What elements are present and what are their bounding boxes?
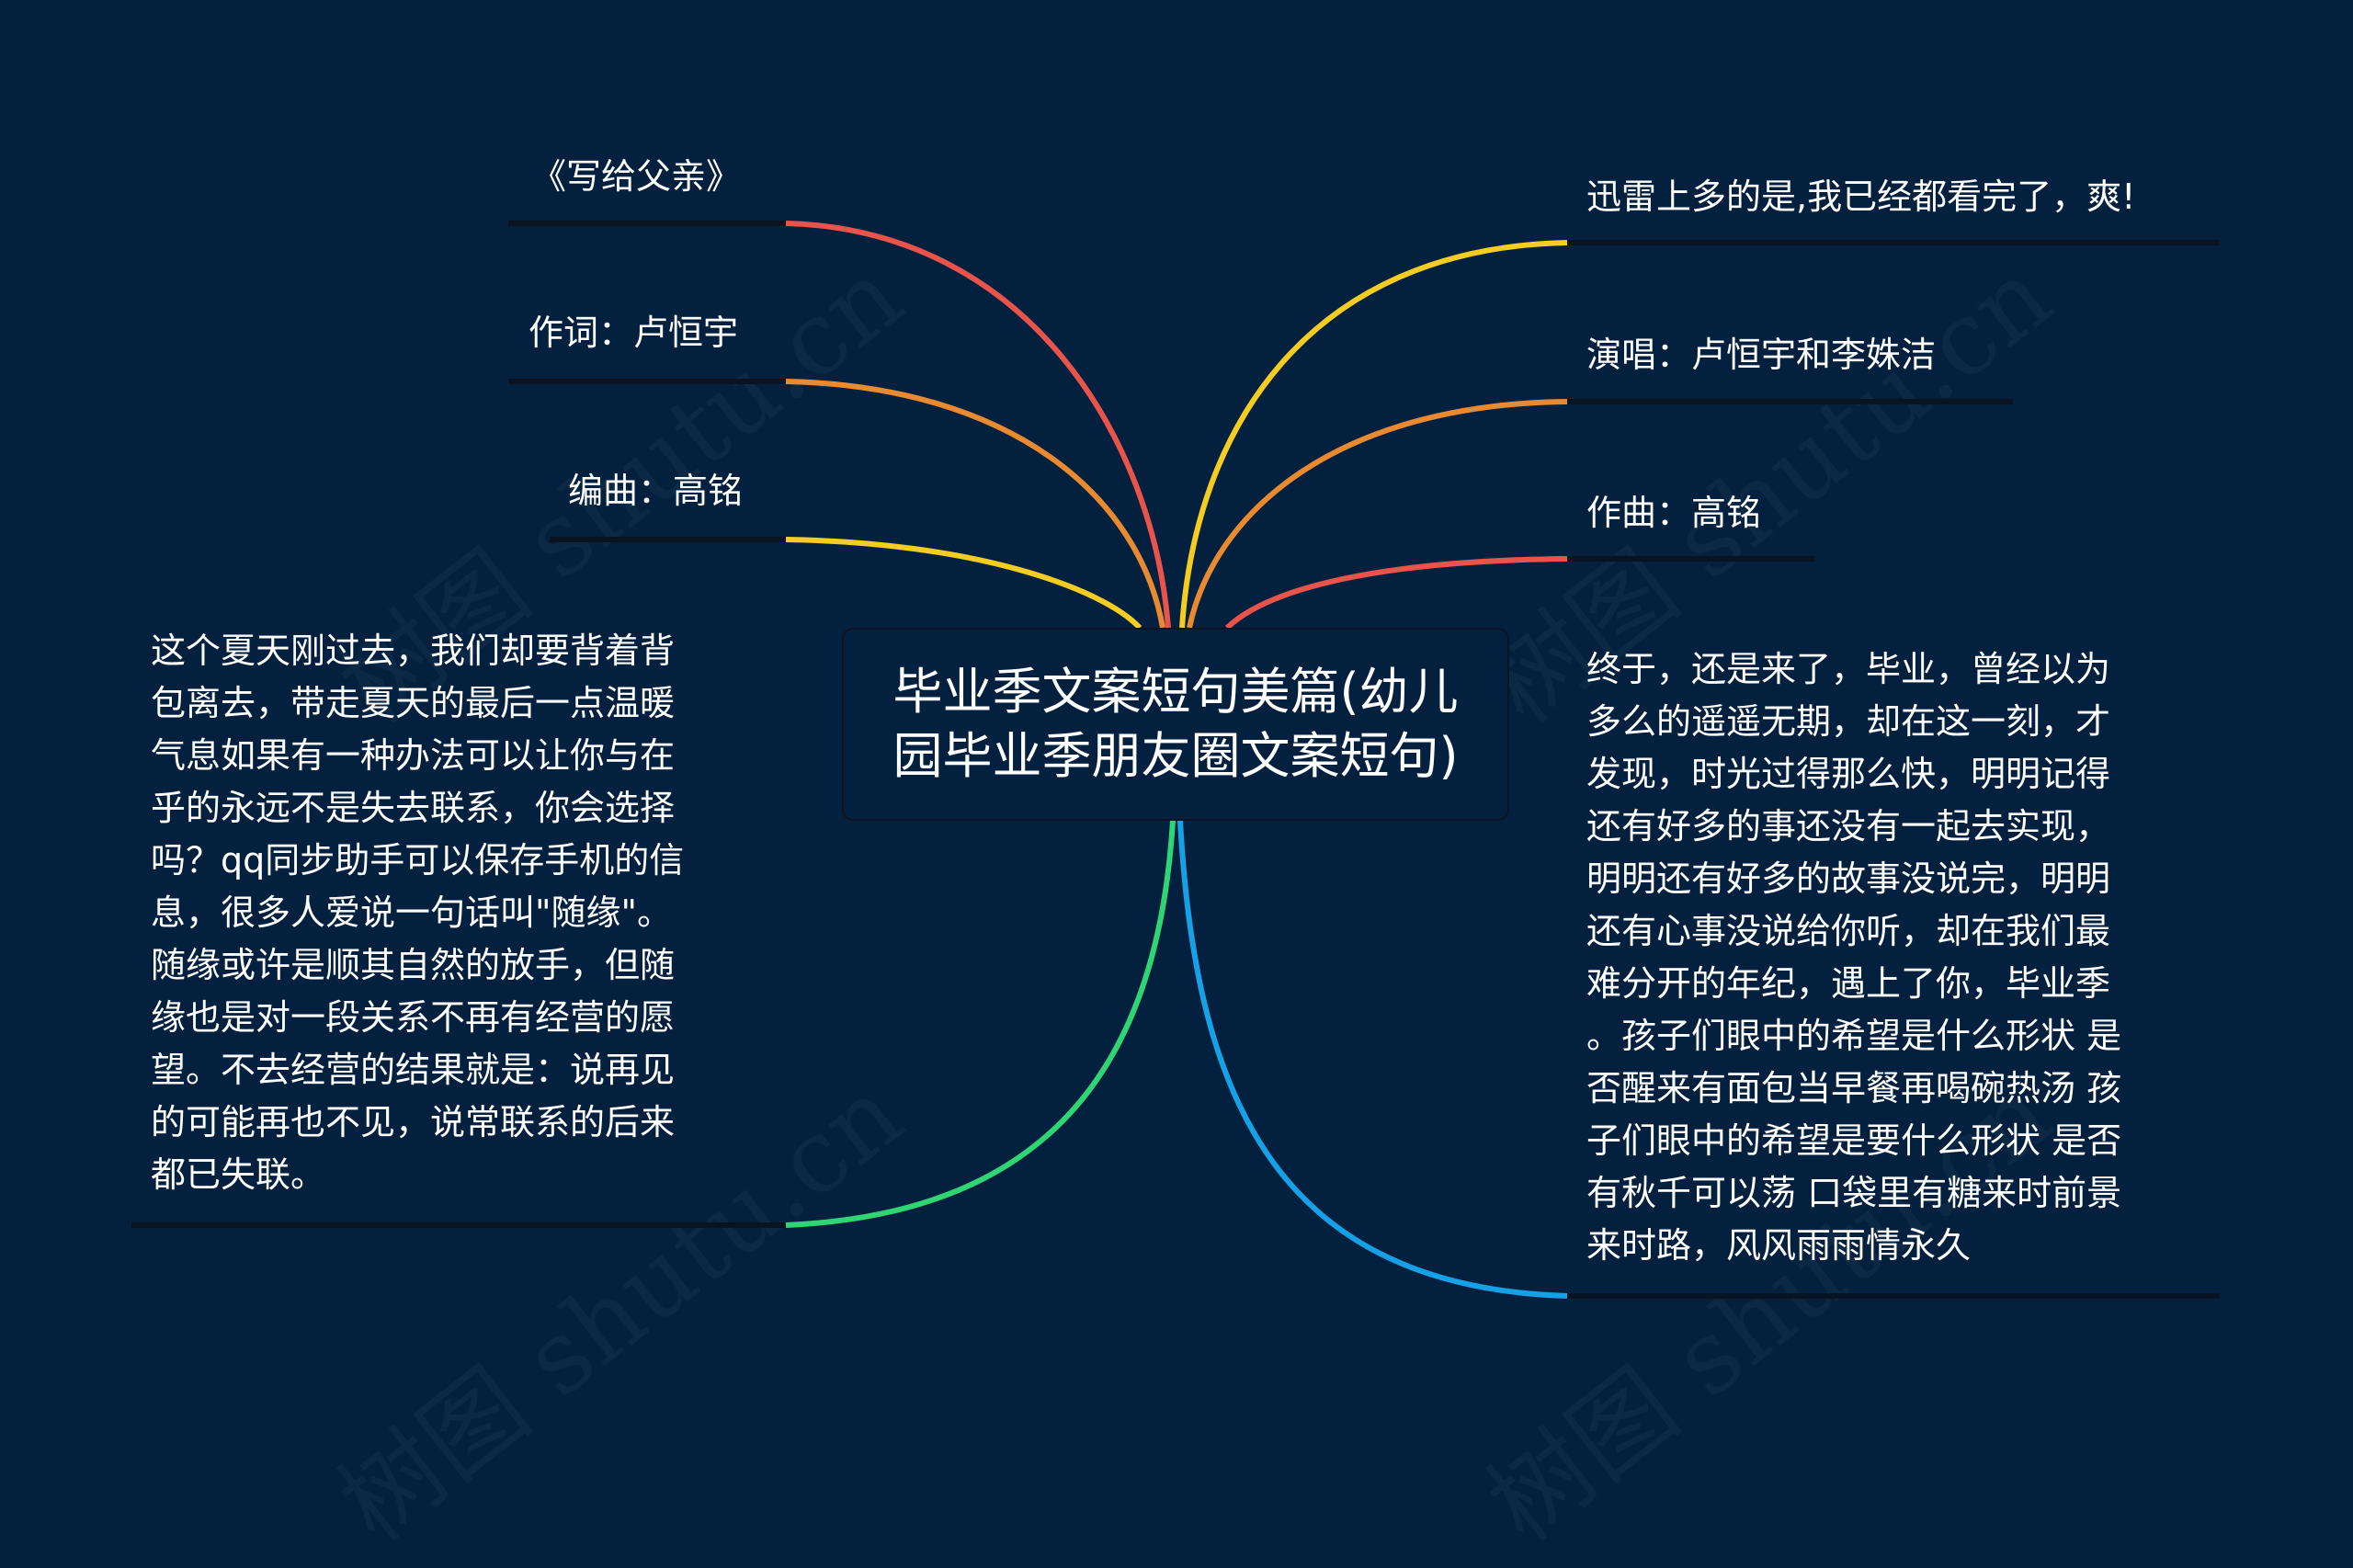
paragraph-line: 否醒来有面包当早餐再喝碗热汤 孩	[1586, 1068, 2122, 1108]
node-left-lyricist[interactable]: 作词：卢恒宇	[529, 312, 739, 353]
paragraph-line: 发现，时光过得那么快，明明记得	[1586, 754, 2111, 794]
curve-right-yellow	[1179, 240, 1568, 629]
mind-map-canvas: 树图 shutu.cn 树图 shutu.cn 树图 shutu.cn 树图 s…	[131, 156, 2220, 1299]
node-right-composer[interactable]: 作曲：高铭	[1586, 493, 1762, 533]
paragraph-line: 随缘或许是顺其自然的放手，但随	[151, 945, 676, 985]
paragraph-line: 望。不去经营的结果就是：说再见	[151, 1050, 676, 1090]
branch-connectors	[131, 221, 2220, 1299]
paragraph-line: 还有心事没说给你听，却在我们最	[1586, 911, 2111, 951]
paragraph-line: 吗？qq同步助手可以保存手机的信	[151, 840, 685, 881]
node-left-paragraph[interactable]: 这个夏天刚过去，我们却要背着背 包离去，带走夏天的最后一点温暖 气息如果有一种办…	[151, 625, 684, 1201]
paragraph-line: 都已失联。	[151, 1154, 326, 1195]
paragraph-line: 息，很多人爱说一句话叫"随缘"。	[151, 892, 672, 933]
paragraph-line: 还有好多的事还没有一起去实现，	[1586, 806, 2111, 846]
paragraph-line: 缘也是对一段关系不再有经营的愿	[151, 997, 676, 1038]
central-topic-title: 毕业季文案短句美篇(幼儿园毕业季朋友圈文案短句)	[892, 663, 1459, 785]
curve-left-green	[785, 820, 1176, 1228]
paragraph-line: 子们眼中的希望是要什么形状 是否	[1586, 1120, 2122, 1161]
paragraph-line: 终于，还是来了，毕业，曾经以为	[1586, 649, 2111, 689]
node-right-xunlei[interactable]: 迅雷上多的是,我已经都看完了，爽!	[1586, 176, 2136, 217]
curve-right-blue	[1177, 820, 1568, 1299]
paragraph-line: 来时路，风风雨雨情永久	[1586, 1225, 1972, 1266]
curve-right-red	[1224, 556, 1568, 631]
paragraph-line: 多么的遥遥无期，却在这一刻，才	[1586, 701, 2111, 742]
node-left-arranger[interactable]: 编曲：高铭	[568, 471, 744, 511]
curve-left-yellow	[785, 537, 1142, 631]
paragraph-line: 气息如果有一种办法可以让你与在	[151, 735, 676, 776]
paragraph-line: 难分开的年纪，遇上了你，毕业季	[1586, 963, 2111, 1004]
central-topic-node[interactable]: 毕业季文案短句美篇(幼儿园毕业季朋友圈文案短句)	[842, 628, 1509, 821]
paragraph-line: 明明还有好多的故事没说完，明明	[1586, 858, 2111, 899]
paragraph-line: 。孩子们眼中的希望是什么形状 是	[1586, 1016, 2122, 1056]
node-left-song-title[interactable]: 《写给父亲》	[531, 156, 742, 197]
curve-left-orange	[785, 379, 1165, 629]
curve-right-orange	[1187, 399, 1568, 629]
paragraph-line: 这个夏天刚过去，我们却要背着背	[151, 631, 676, 671]
node-right-paragraph[interactable]: 终于，还是来了，毕业，曾经以为 多么的遥遥无期，却在这一刻，才 发现，时光过得那…	[1586, 643, 2121, 1272]
paragraph-line: 乎的永远不是失去联系，你会选择	[151, 788, 676, 828]
node-right-singer[interactable]: 演唱：卢恒宇和李姝洁	[1586, 335, 1937, 375]
paragraph-line: 有秋千可以荡 口袋里有糖来时前景	[1586, 1173, 2122, 1213]
paragraph-line: 包离去，带走夏天的最后一点温暖	[151, 683, 676, 723]
curve-left-red	[785, 221, 1171, 629]
paragraph-line: 的可能再也不见，说常联系的后来	[151, 1102, 676, 1142]
